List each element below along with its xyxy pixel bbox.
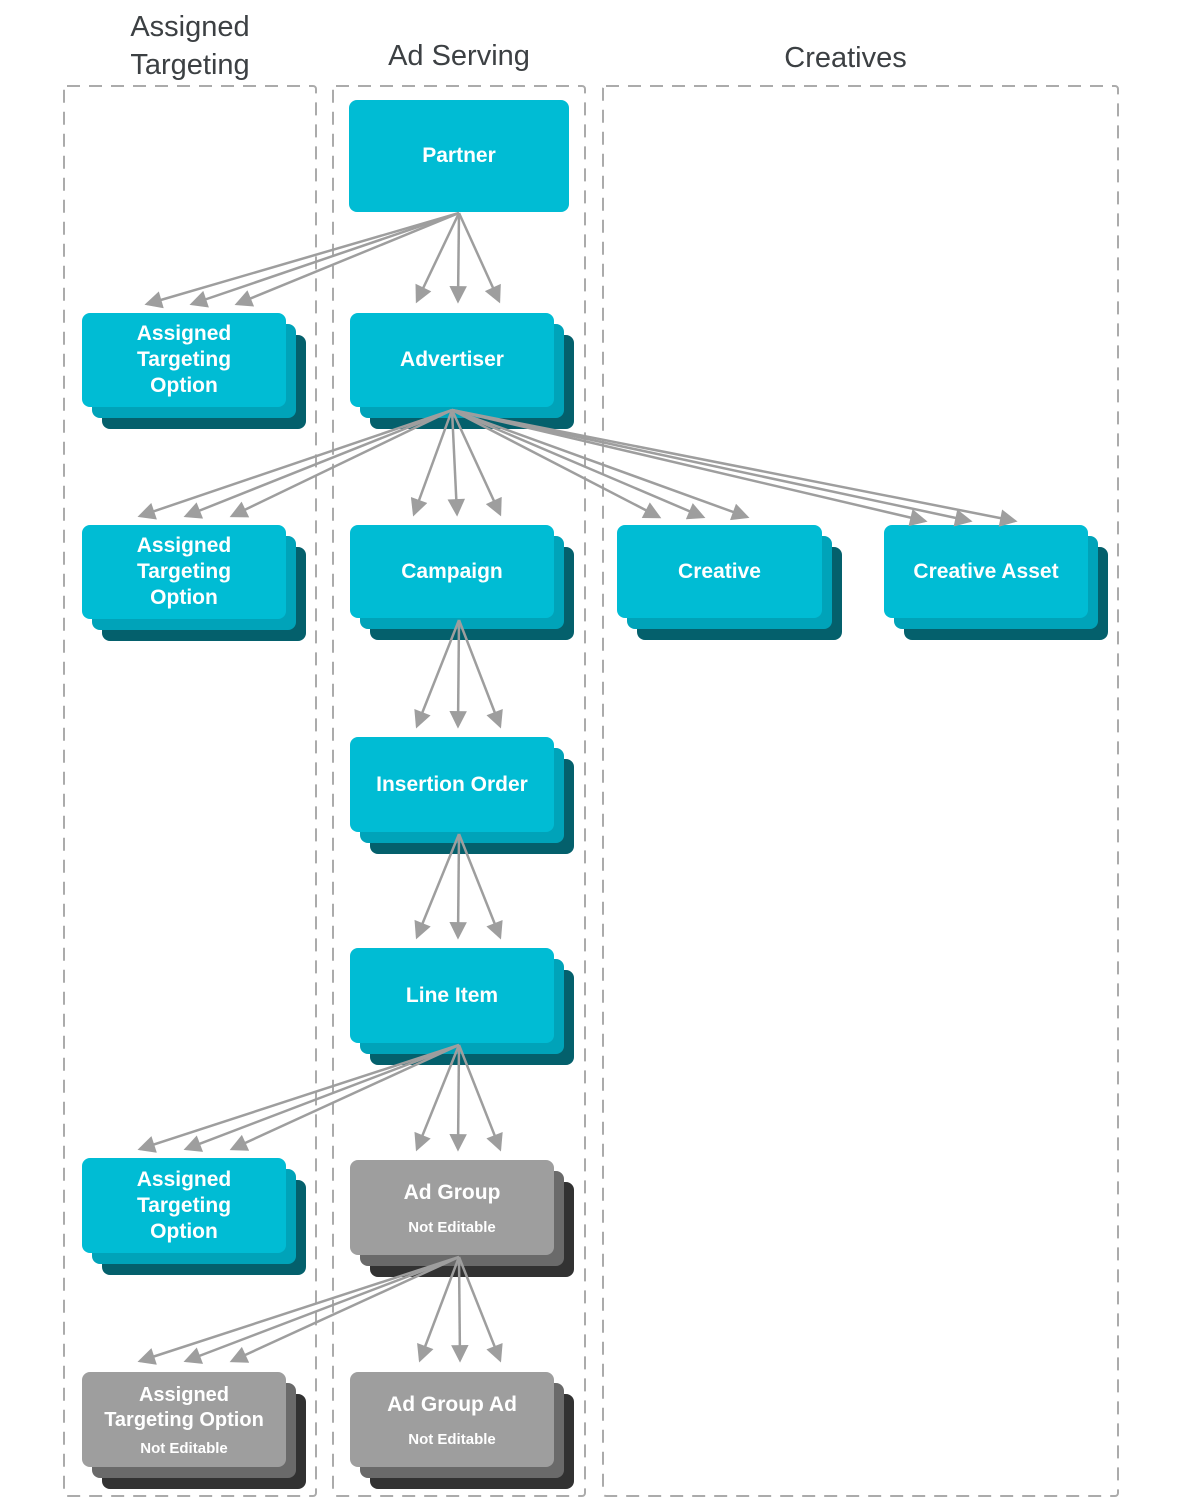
node-partner: Partner <box>349 100 569 212</box>
node-ato-ad-group-not-editable-badge: Not Editable <box>140 1439 228 1457</box>
node-ad-group: Ad Group Not Editable <box>350 1160 554 1255</box>
node-advertiser-label: Advertiser <box>400 348 504 371</box>
node-line-item-label: Line Item <box>405 983 499 1007</box>
node-assigned-targeting-option-advertiser-level: Assigned Targeting Option <box>82 525 286 619</box>
node-insertion-order-label: Insertion Order <box>376 772 528 796</box>
node-ad-group-ad: Ad Group Ad Not Editable <box>350 1372 554 1467</box>
node-ad-group-ad-label: Ad Group Ad <box>387 1392 517 1416</box>
node-campaign: Campaign <box>350 525 554 618</box>
node-ato-advertiser-label: Assigned Targeting Option <box>136 534 232 609</box>
node-campaign-label: Campaign <box>401 559 503 583</box>
column-ad-serving-frame <box>332 85 586 1497</box>
node-ato-ad-group-label: Assigned Targeting Option <box>104 1383 264 1431</box>
node-creative: Creative <box>617 525 822 618</box>
node-creative-asset: Creative Asset <box>884 525 1088 618</box>
node-line-item: Line Item <box>350 948 554 1043</box>
column-header-assigned-targeting: Assigned Targeting <box>130 11 250 81</box>
node-partner-label: Partner <box>422 144 496 167</box>
column-creatives-frame <box>602 85 1119 1497</box>
node-assigned-targeting-option-ad-group-level: Assigned Targeting Option Not Editable <box>82 1372 286 1467</box>
node-ato-line-item-label: Assigned Targeting Option <box>136 1167 232 1243</box>
column-header-ad-serving: Ad Serving <box>388 40 530 72</box>
node-creative-label: Creative <box>678 559 761 583</box>
node-assigned-targeting-option-line-item-level: Assigned Targeting Option <box>82 1158 286 1253</box>
node-ad-group-not-editable-badge: Not Editable <box>408 1218 496 1236</box>
node-ad-group-label: Ad Group <box>403 1180 501 1204</box>
node-insertion-order: Insertion Order <box>350 737 554 832</box>
column-header-creatives: Creatives <box>784 42 907 74</box>
column-assigned-targeting-frame <box>63 85 317 1497</box>
node-ato-partner-label: Assigned Targeting Option <box>136 322 232 397</box>
node-ad-group-ad-not-editable-badge: Not Editable <box>408 1430 496 1448</box>
node-advertiser: Advertiser <box>350 313 554 407</box>
node-assigned-targeting-option-partner-level: Assigned Targeting Option <box>82 313 286 407</box>
node-creative-asset-label: Creative Asset <box>913 559 1059 583</box>
